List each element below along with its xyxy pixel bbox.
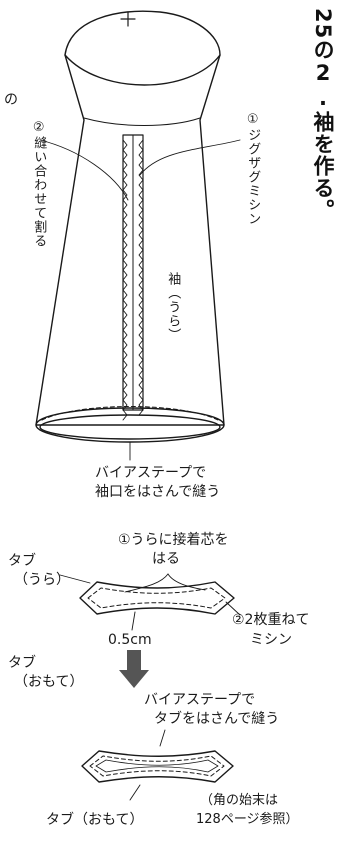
stack-note-line1: ②2枚重ねて <box>232 612 310 628</box>
tab-front-bottom-label: タブ（おもて） <box>46 812 144 828</box>
bias-tab-note-line2: タブをはさんで縫う <box>154 711 280 727</box>
cuff-inner <box>39 414 221 440</box>
zigzag-note: ①ジグザグミシン <box>245 112 261 226</box>
sleeve-cap-fold <box>64 54 221 86</box>
tab-front-label-line2: （おもて） <box>14 674 84 690</box>
tab-front-label-line1: タブ <box>8 655 36 671</box>
sleeve-label: 袖（うら） <box>165 272 181 342</box>
seam-allowance-label: 0.5cm <box>108 632 152 648</box>
cuff-stitch <box>41 406 219 421</box>
tab-back-stitch <box>87 587 226 609</box>
bias-note-line2: 袖口をはさんで縫う <box>95 484 221 500</box>
step-title: 25の2.袖を作る。 <box>308 8 338 221</box>
interfacing-note-line2: はる <box>152 551 180 567</box>
down-arrow-icon <box>119 650 149 688</box>
bias-tab-note-line1: バイアステープで <box>144 692 256 708</box>
corner-note-line1: （角の始末は <box>200 793 279 808</box>
left-edge-fragment: の <box>4 92 18 108</box>
step-number: 25 <box>311 8 335 40</box>
tab-back-label-line2: （うら） <box>14 572 70 588</box>
seam-note: ②縫い合わせて割る <box>31 120 47 248</box>
tab-back-outline <box>79 581 235 615</box>
zigzag-right <box>138 139 144 416</box>
interfacing-note-line1: ①うらに接着芯を <box>118 532 229 548</box>
step-heading: の2.袖を作る。 <box>311 39 335 222</box>
bias-note-line1: バイアステープで <box>95 465 207 481</box>
corner-note-line2: 128ページ参照） <box>196 812 299 827</box>
zigzag-left <box>122 139 128 421</box>
sleeve-outline <box>35 10 225 426</box>
tab-front-outline <box>81 750 234 783</box>
tab-back-label-line1: タブ <box>8 553 36 569</box>
stack-note-line2: ミシン <box>250 632 292 648</box>
center-mark <box>120 11 136 27</box>
